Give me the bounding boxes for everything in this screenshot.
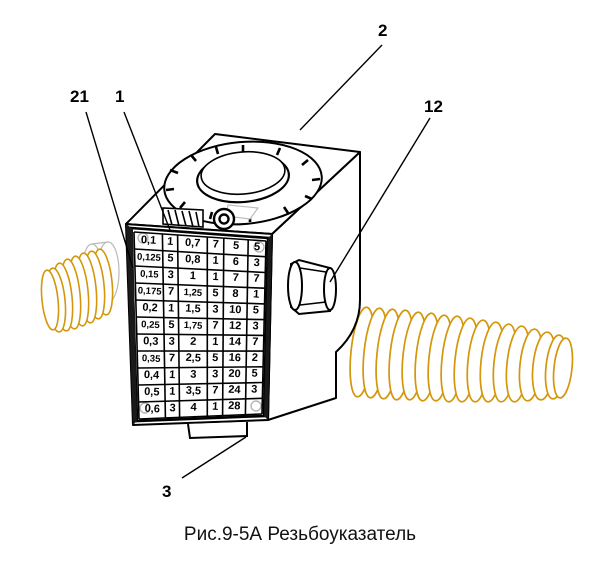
knurled-gear-icon xyxy=(212,207,236,231)
callout-leaders xyxy=(85,44,431,479)
chart-cell: 3 xyxy=(252,320,259,332)
leader-3 xyxy=(181,436,247,479)
body-bottom-tab xyxy=(187,422,248,440)
plate-screw-tr xyxy=(253,241,265,253)
chart-cell: 5 xyxy=(251,368,258,380)
chart-cell: 0,8 xyxy=(185,253,201,266)
plate-screw-br xyxy=(250,400,262,412)
chart-cell: 5 xyxy=(254,241,261,253)
chart-cell: 3 xyxy=(251,383,258,395)
chart-cell: 6 xyxy=(232,256,239,268)
chart-cell: 4 xyxy=(190,401,198,413)
chart-cell: 5 xyxy=(212,352,219,364)
chart-cell: 1 xyxy=(212,255,219,267)
chart-cell: 0,4 xyxy=(144,369,161,382)
chart-cell: 12 xyxy=(229,320,242,333)
side-knob[interactable] xyxy=(287,258,337,316)
chart-cell: 7 xyxy=(168,352,175,364)
chart-cell: 7 xyxy=(212,238,219,250)
chart-cell: 28 xyxy=(228,400,241,413)
chart-cell: 14 xyxy=(229,336,243,349)
rotary-dial[interactable] xyxy=(161,135,326,230)
chart-cell: 0,1 xyxy=(141,234,157,247)
chart-cell: 3,5 xyxy=(185,385,201,398)
chart-cell: 3 xyxy=(168,336,175,348)
chart-cell: 1,75 xyxy=(183,320,203,332)
chart-cell: 0,5 xyxy=(144,386,160,399)
chart-cell: 1,5 xyxy=(185,302,201,315)
chart-cell: 1 xyxy=(189,270,196,282)
chart-cell: 5 xyxy=(233,240,240,252)
chart-cell: 1 xyxy=(212,336,219,348)
chart-cell: 7 xyxy=(232,272,239,284)
chart-cell: 3 xyxy=(212,303,219,315)
chart-cell: 8 xyxy=(232,288,239,300)
chart-cell: 7 xyxy=(253,273,260,285)
chart-cell: 3 xyxy=(169,402,176,414)
chart-cell: 24 xyxy=(228,384,242,397)
chart-cell: 0,7 xyxy=(185,237,201,250)
chart-cell: 0,25 xyxy=(141,319,161,331)
chart-cell: 0,15 xyxy=(140,269,160,281)
chart-cell: 1 xyxy=(253,288,260,300)
threaded-rod-right xyxy=(349,306,574,403)
threaded-rod-left xyxy=(40,241,120,333)
leader-1 xyxy=(123,111,171,231)
chart-cell: 0,125 xyxy=(137,252,162,264)
chart-cell: 1 xyxy=(212,271,219,283)
chart-cell: 1 xyxy=(169,369,176,381)
chart-cell: 3 xyxy=(190,369,197,381)
chart-cell: 0,6 xyxy=(144,403,160,416)
chart-cell: 20 xyxy=(228,368,241,381)
chart-cell: 3 xyxy=(167,269,174,281)
chart-cell: 2 xyxy=(190,336,197,348)
chart-cell: 5 xyxy=(167,252,174,264)
dial-ticks xyxy=(165,145,321,222)
leader-2 xyxy=(299,44,383,131)
callout-21: 21 xyxy=(70,87,89,106)
callout-3: 3 xyxy=(162,482,172,501)
chart-cell: 3 xyxy=(253,257,260,269)
chart-cell: 0,2 xyxy=(142,301,158,314)
callout-1: 1 xyxy=(115,87,125,106)
chart-cell: 10 xyxy=(229,304,242,317)
chart-cell: 0,35 xyxy=(142,353,162,365)
chart-cell: 0,175 xyxy=(137,285,162,297)
leader-21 xyxy=(85,111,134,269)
chart-cell: 7 xyxy=(212,320,219,332)
chart-cell: 5 xyxy=(212,287,219,299)
chart-cell: 0,3 xyxy=(143,335,159,348)
figure-caption: Рис.9-5А Резьбоуказатель xyxy=(183,524,417,545)
chart-cell: 1 xyxy=(169,386,176,398)
chart-cell: 1 xyxy=(212,401,219,413)
chart-cell: 7 xyxy=(212,384,219,396)
chart-cell: 1 xyxy=(167,236,174,248)
callout-2: 2 xyxy=(378,21,388,40)
chart-cell: 7 xyxy=(168,286,175,298)
chart-cell: 2,5 xyxy=(185,352,201,365)
chart-cell: 2 xyxy=(251,352,258,364)
chart-cell: 7 xyxy=(252,336,259,348)
chart-cell: 1,25 xyxy=(183,287,203,299)
leader-12 xyxy=(329,117,431,283)
chart-cell: 3 xyxy=(212,368,219,380)
screw-thread-icon xyxy=(162,207,204,228)
chart-cell: 1 xyxy=(168,302,175,314)
chart-cell: 5 xyxy=(252,304,259,316)
chart-cell: 16 xyxy=(228,352,241,365)
plate-screw-bl xyxy=(139,402,151,414)
chart-cell: 5 xyxy=(168,319,175,331)
callout-12: 12 xyxy=(424,97,443,116)
